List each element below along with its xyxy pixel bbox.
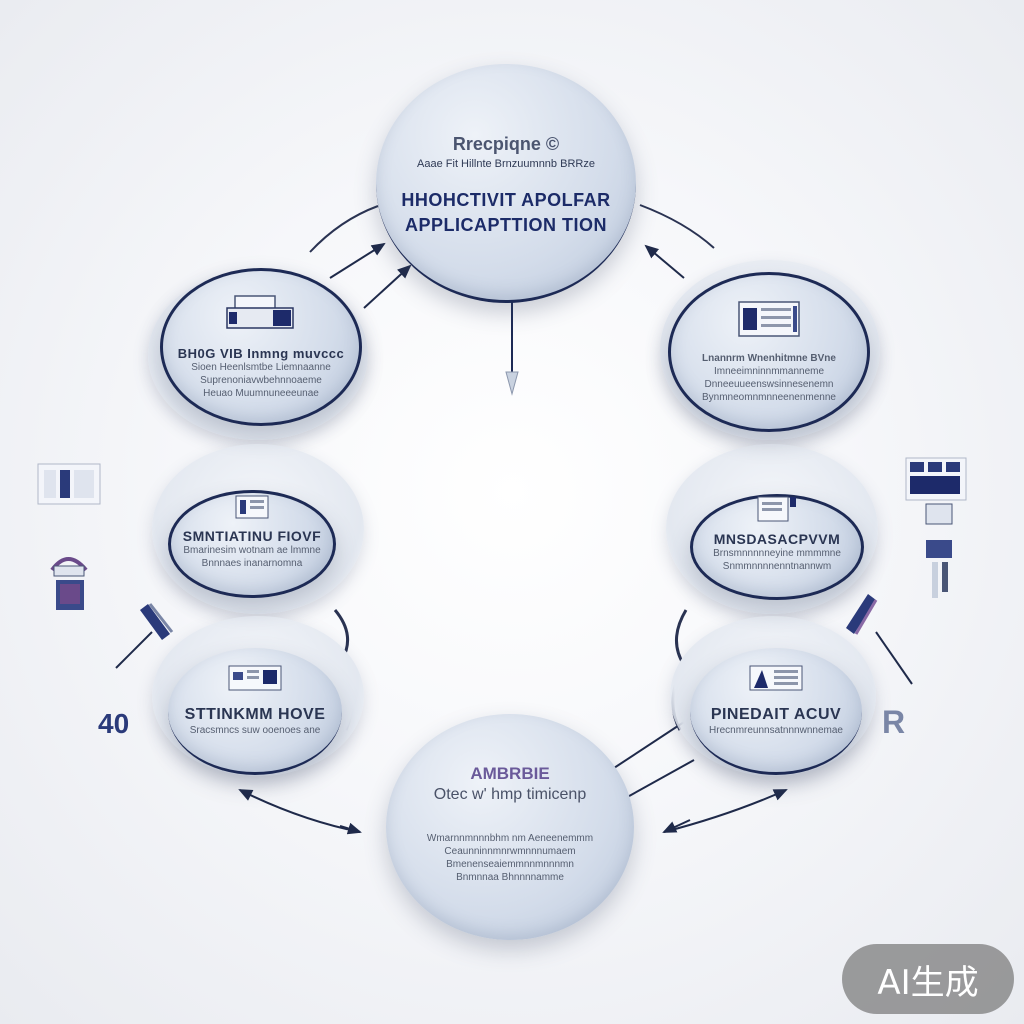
right-middle-line-1: Brnsmnnnnneyine mmmmne [713, 548, 841, 559]
right-lower-line-1: Hrecnmreunnsatnnnwnnemae [709, 724, 843, 736]
left-upper-line-1: Sioen Heenlsmtbe Liemnaanne [191, 362, 331, 373]
dashboard-icon [738, 301, 800, 337]
top-node-label: Rrecpiqne © [452, 134, 560, 154]
arrow-bottom-left-tip [339, 822, 362, 835]
right-lower-heading: PINEDAIT ACUV [710, 705, 842, 723]
top-node-sub: Aaae Fit Hillnte Brnzuumnnb BRRze [417, 158, 595, 170]
top-node-title-line1: HHOHCTIVIT APOLFAR [401, 190, 611, 210]
arrow-top-right-1 [644, 244, 685, 279]
chart-card-icon [228, 665, 282, 690]
top-pin-tip [505, 371, 519, 396]
bottom-node-label-2: Otec w' hmp timicenp [433, 786, 587, 803]
arrow-bottom-right-in [662, 819, 691, 833]
right-upper-line-2: Dnneeuueenswsinnesenemn [704, 379, 834, 390]
left-middle-line-1: Bmarinesim wotnam ae lmmne [183, 545, 321, 556]
left-upper-line-3: Heuao Muumnuneeeunae [203, 388, 319, 399]
right-middle-heading: MNSDASACPVVM [713, 531, 841, 547]
document-icon [235, 495, 269, 519]
printer-icon [226, 295, 294, 329]
right-upper-line-3: Bynmneomnmnneenenmenne [702, 392, 836, 403]
report-card-icon [749, 665, 803, 690]
left-arrow-out [115, 631, 153, 669]
top-node: Rrecpiqne © Aaae Fit Hillnte Brnzuumnnb … [376, 64, 636, 303]
right-middle-node: MNSDASACPVVM Brnsmnnnnneyine mmmmne Snmm… [690, 494, 864, 600]
bottom-node-line-2: Ceaunninnmnrwmnnnumaem [444, 846, 576, 857]
bottom-node-line-3: Bmenenseaiemmnnmnnnmn [446, 859, 574, 870]
top-node-title-line2: APPLICAPTTION TION [405, 215, 607, 235]
left-middle-heading: SMNTIATINU FIOVF [182, 528, 322, 544]
left-lower-heading: STTINKMM HOVE [184, 705, 326, 723]
ai-generated-badge: AI生成 [842, 944, 1014, 1014]
right-side-glyph: R [882, 704, 906, 740]
arrow-top-right-outer [639, 204, 715, 249]
arrow-top-left-outer [309, 205, 379, 253]
left-upper-heading: BH0G VIB Inmng muvccc [177, 346, 345, 361]
right-lower-node: PINEDAIT ACUV Hrecnmreunnsatnnnwnnemae [690, 648, 862, 775]
clipboard-icon [757, 496, 796, 522]
arrow-bottom-right [663, 789, 788, 833]
left-middle-node: SMNTIATINU FIOVF Bmarinesim wotnam ae lm… [168, 490, 336, 598]
arrow-top-left-1 [329, 242, 386, 279]
left-lower-node: STTINKMM HOVE Sracsmncs suw ooenoes ane [168, 648, 342, 775]
right-middle-line-2: Snmmnnnnenntnannwm [722, 561, 832, 572]
bottom-node-line-1: Wmarnnmnnnbhm nm Aeneenemmm [426, 833, 594, 844]
left-middle-line-2: Bnnnaes inanarnomna [201, 558, 303, 569]
bottom-node-label-1: AMBRBIE [470, 764, 550, 783]
left-upper-node: BH0G VIB Inmng muvccc Sioen Heenlsmtbe L… [160, 268, 362, 426]
right-upper-heading: Lnannrm Wnenhitmne BVne [702, 353, 836, 364]
right-upper-line-1: Imneeimninnmmanneme [713, 366, 825, 377]
right-arrow-out [875, 631, 913, 685]
left-lower-line-1: Sracsmncs suw ooenoes ane [189, 724, 321, 736]
arrow-top-left-2 [363, 264, 412, 309]
arrow-bottom-left [238, 789, 361, 833]
bottom-node-line-4: Bnmnnaa Bhnnnnamme [456, 872, 564, 883]
left-side-glyph: 40 [98, 708, 130, 739]
bottom-node: AMBRBIE Otec w' hmp timicenp Wmarnnmnnnb… [386, 714, 634, 940]
left-upper-line-2: Suprenoniavwbehnnoaeme [200, 375, 322, 386]
right-upper-node: Lnannrm Wnenhitmne BVne Imneeimninnmmann… [668, 272, 870, 432]
connector-bottom-right-2 [621, 759, 695, 801]
